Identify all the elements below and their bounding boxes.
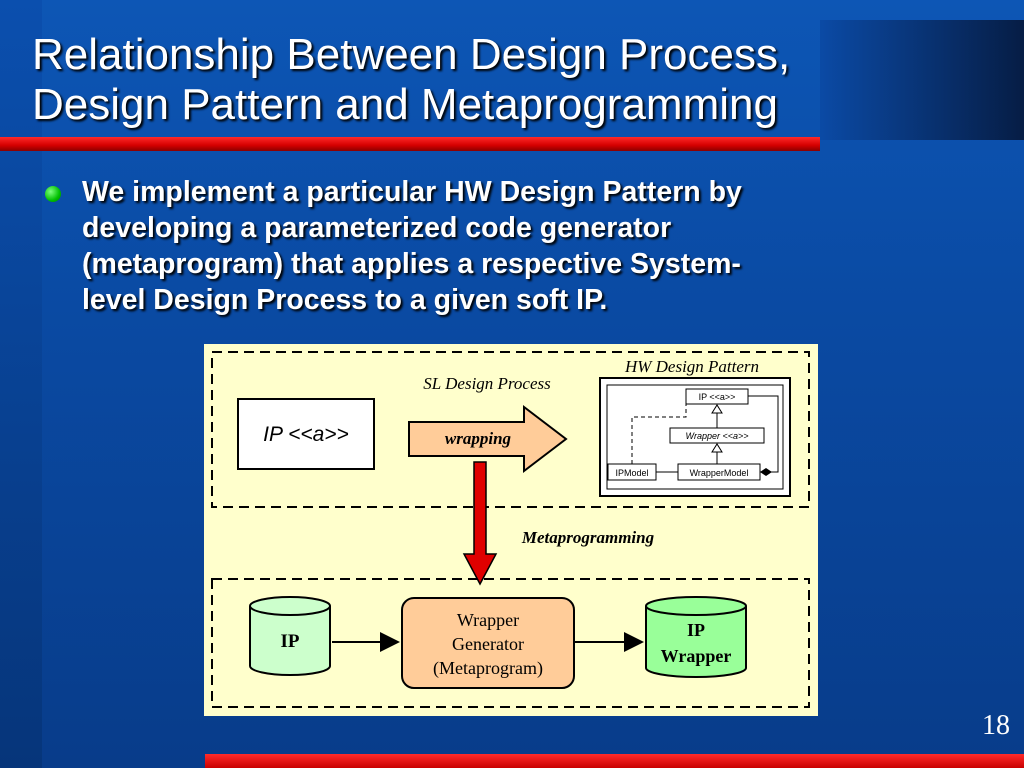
wrapping-label: wrapping [445, 429, 512, 448]
slide-title: Relationship Between Design Process, Des… [32, 30, 932, 130]
title-underline-bar [0, 137, 820, 151]
bullet-paragraph: We implement a particular HW Design Patt… [82, 174, 902, 318]
ip-a-box [237, 398, 375, 470]
bullet-line-3: (metaprogram) that applies a respective … [82, 248, 741, 280]
metaprogramming-label: Metaprogramming [521, 528, 655, 547]
title-line-1: Relationship Between Design Process, [32, 30, 791, 79]
upper-dashed-region [211, 351, 810, 508]
bullet-dot-icon [45, 186, 61, 202]
uml-ipmodel-class: IPModel [615, 468, 648, 478]
relationship-diagram: SL Design Process HW Design Pattern IP <… [204, 344, 818, 716]
ip-wrapper-cylinder: IP Wrapper [645, 596, 747, 678]
uml-ip-class: IP <<a>> [699, 392, 736, 402]
title-line-2: Design Pattern and Metaprogramming [32, 80, 778, 129]
wrapping-arrow [408, 404, 568, 474]
page-number: 18 [982, 710, 1010, 741]
bullet-line-1: We implement a particular HW Design Patt… [82, 176, 742, 208]
bullet-line-4: level Design Process to a given soft IP. [82, 284, 608, 316]
ip-cylinder-label: IP [281, 631, 300, 652]
bullet-line-2: developing a parameterized code generato… [82, 212, 672, 244]
left-decor-band [0, 0, 42, 768]
title-right-shade [820, 20, 1024, 140]
ip-a-box-label: IP <<a>> [263, 423, 349, 446]
ip-wrapper-line-2: Wrapper [661, 646, 732, 666]
generator-line-1: Wrapper [457, 610, 519, 630]
ip-wrapper-line-1: IP [687, 620, 705, 640]
bottom-red-bar [205, 754, 1024, 768]
ip-cylinder: IP [249, 596, 331, 676]
diagram-canvas: SL Design Process HW Design Pattern IP <… [211, 351, 810, 708]
generator-line-3: (Metaprogram) [433, 658, 543, 679]
metaprogramming-arrow [462, 461, 498, 586]
uml-wrapper-class: Wrapper <<a>> [685, 431, 748, 441]
lower-dashed-region [211, 578, 810, 708]
uml-wrappermodel-class: WrapperModel [690, 468, 749, 478]
generator-line-2: Generator [452, 634, 524, 654]
sl-design-process-label: SL Design Process [423, 374, 551, 393]
hw-design-pattern-label: HW Design Pattern [624, 357, 759, 376]
uml-pattern-box: IP <<a>> Wrapper <<a>> IPModel WrapperMo… [599, 377, 791, 497]
